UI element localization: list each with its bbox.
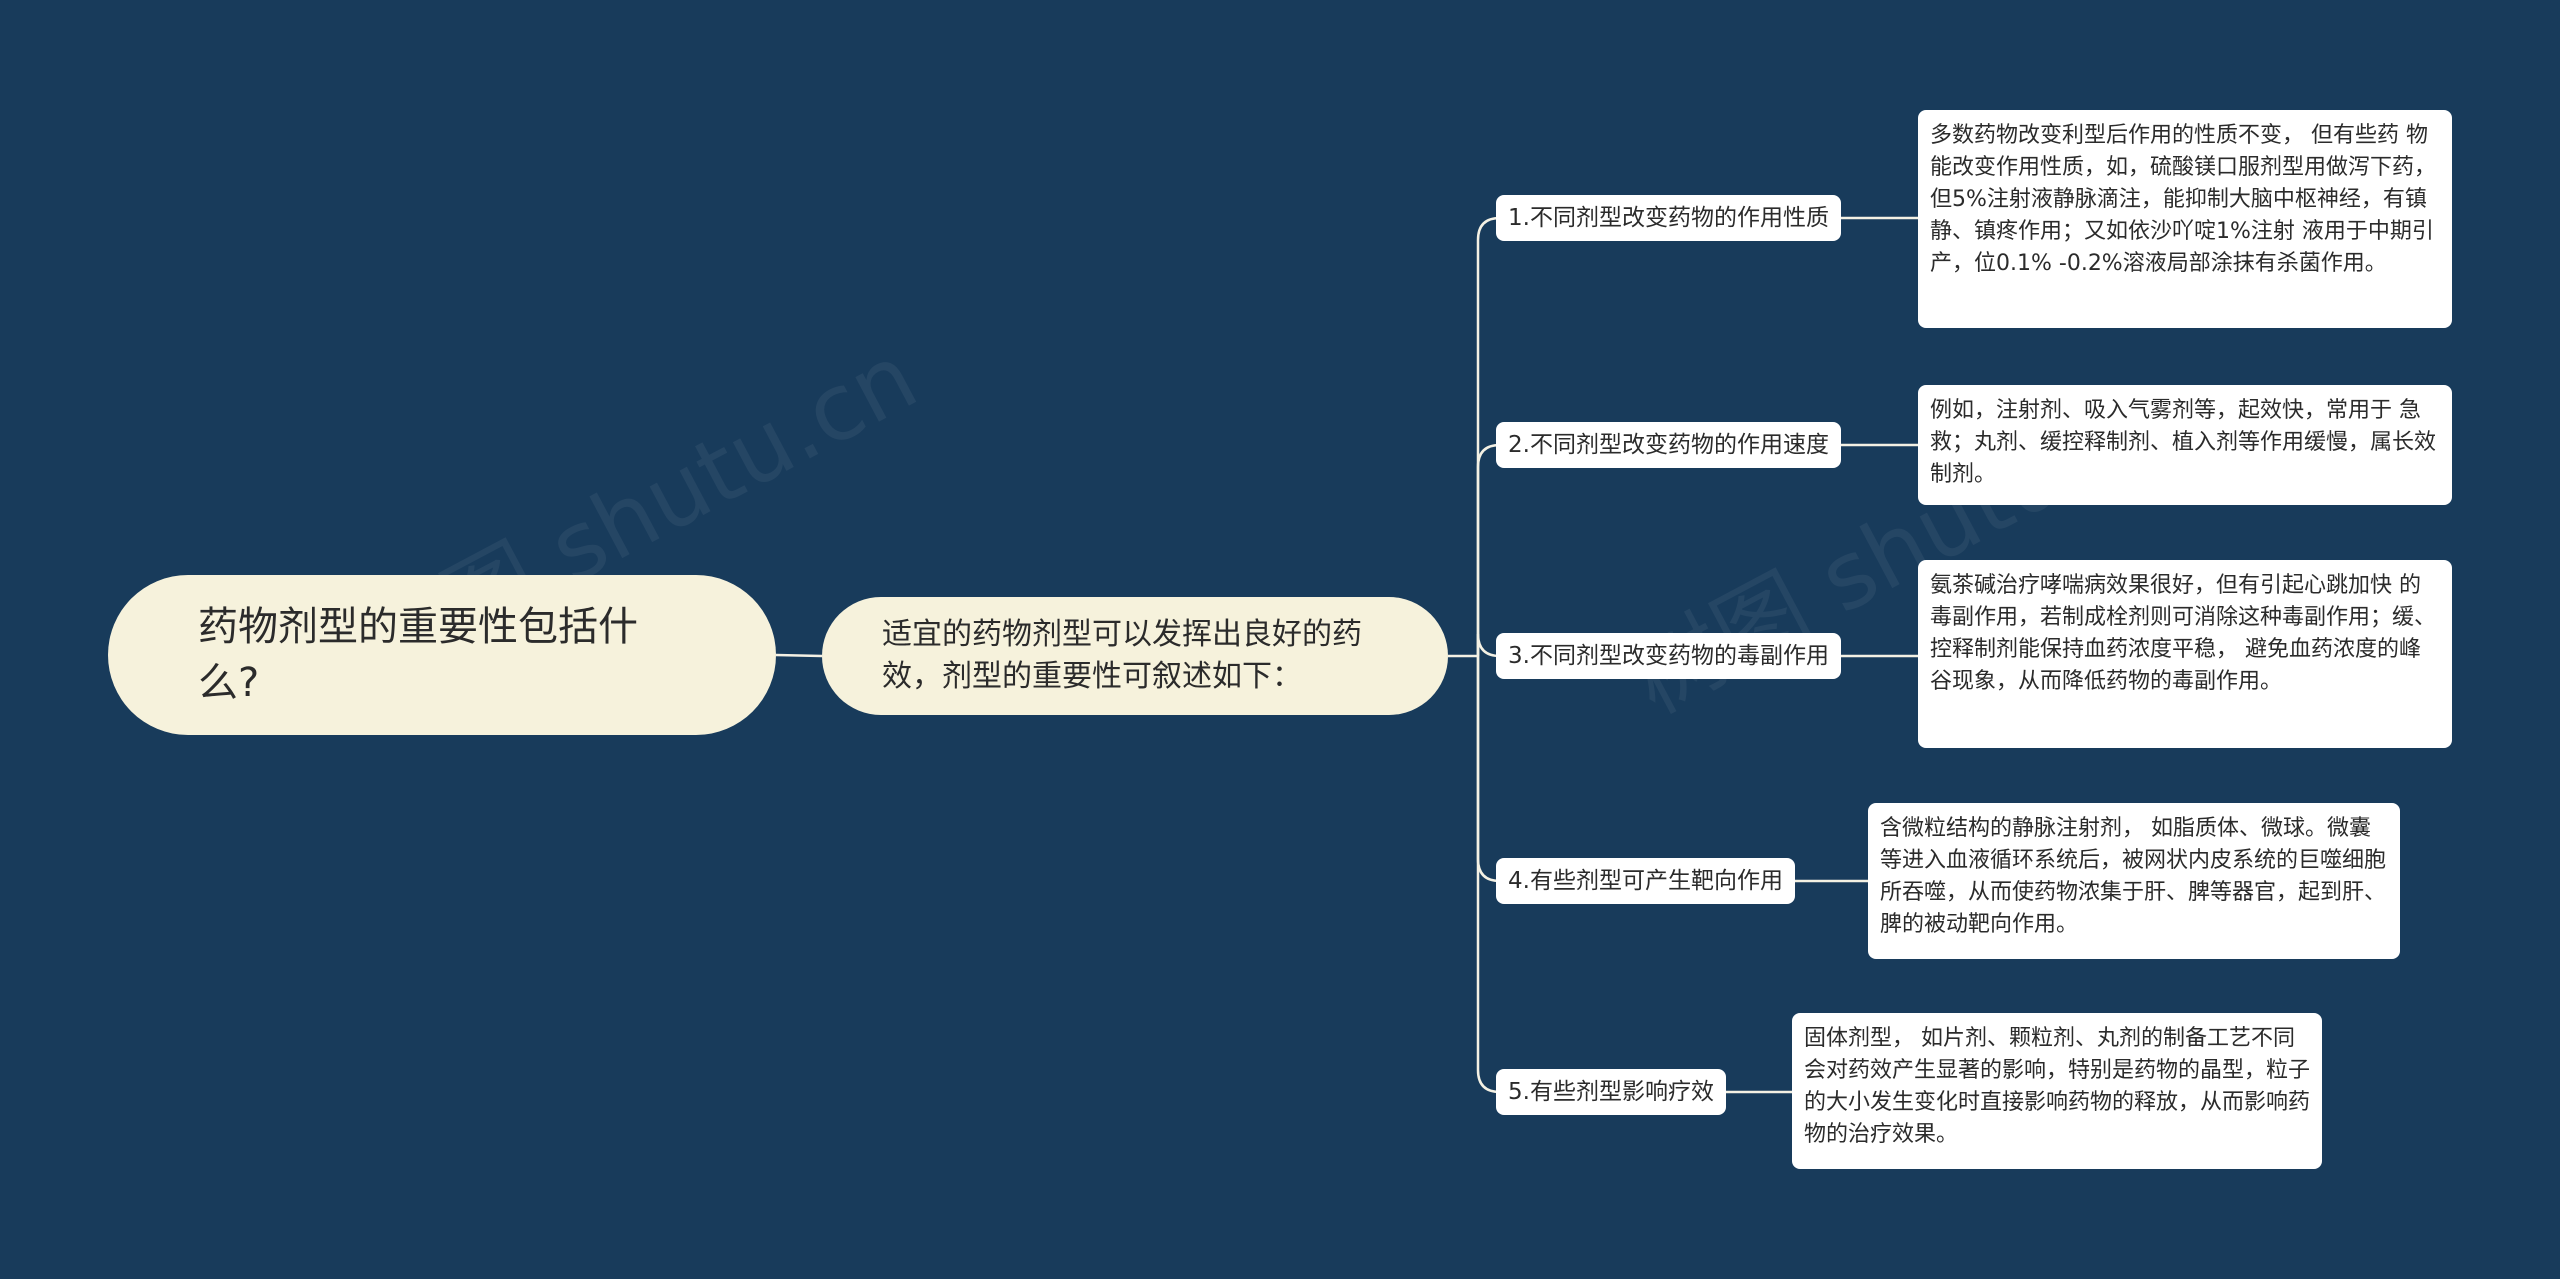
detail-box-side-effects[interactable]: 氨茶碱治疗哮喘病效果很好，但有引起心跳加快 的毒副作用，若制成栓剂则可消除这种毒… [1918, 560, 2452, 748]
edge-trunk-branch [1476, 443, 1501, 656]
detail-box-action-nature[interactable]: 多数药物改变利型后作用的性质不变， 但有些药 物能改变作用性质，如，硫酸镁口服剂… [1918, 110, 2452, 328]
branch-node-targeting[interactable]: 4.有些剂型可产生靶向作用 [1496, 858, 1795, 904]
branch-label: 4.有些剂型可产生靶向作用 [1508, 868, 1783, 894]
edge-root-summary [775, 653, 823, 658]
branch-label: 2.不同剂型改变药物的作用速度 [1508, 432, 1829, 458]
branch-label: 5.有些剂型影响疗效 [1508, 1079, 1714, 1105]
edge-trunk-branch [1476, 656, 1501, 883]
branch-node-efficacy[interactable]: 5.有些剂型影响疗效 [1496, 1069, 1726, 1115]
detail-box-action-speed[interactable]: 例如，注射剂、吸入气雾剂等，起效快，常用于 急救；丸剂、缓控释制剂、植入剂等作用… [1918, 385, 2452, 505]
detail-box-targeting[interactable]: 含微粒结构的静脉注射剂， 如脂质体、微球。微囊等进入血液循环系统后，被网状内皮系… [1868, 803, 2400, 959]
summary-node[interactable]: 适宜的药物剂型可以发挥出良好的药效，剂型的重要性可叙述如下： [822, 597, 1448, 715]
detail-text: 氨茶碱治疗哮喘病效果很好，但有引起心跳加快 的毒副作用，若制成栓剂则可消除这种毒… [1930, 573, 2437, 694]
branch-node-action-nature[interactable]: 1.不同剂型改变药物的作用性质 [1496, 195, 1841, 241]
detail-box-efficacy[interactable]: 固体剂型， 如片剂、颗粒剂、丸剂的制备工艺不同会对药效产生显著的影响，特别是药物… [1792, 1013, 2322, 1169]
branch-label: 3.不同剂型改变药物的毒副作用 [1508, 643, 1829, 669]
branch-node-action-speed[interactable]: 2.不同剂型改变药物的作用速度 [1496, 422, 1841, 468]
branch-node-side-effects[interactable]: 3.不同剂型改变药物的毒副作用 [1496, 633, 1841, 679]
root-node[interactable]: 药物剂型的重要性包括什么? [108, 575, 776, 735]
detail-text: 例如，注射剂、吸入气雾剂等，起效快，常用于 急救；丸剂、缓控释制剂、植入剂等作用… [1930, 398, 2437, 487]
detail-text: 多数药物改变利型后作用的性质不变， 但有些药 物能改变作用性质，如，硫酸镁口服剂… [1930, 123, 2437, 276]
root-label: 药物剂型的重要性包括什么? [198, 604, 638, 706]
detail-text: 含微粒结构的静脉注射剂， 如脂质体、微球。微囊等进入血液循环系统后，被网状内皮系… [1880, 816, 2387, 937]
branch-label: 1.不同剂型改变药物的作用性质 [1508, 205, 1829, 231]
summary-label: 适宜的药物剂型可以发挥出良好的药效，剂型的重要性可叙述如下： [882, 617, 1362, 694]
detail-text: 固体剂型， 如片剂、颗粒剂、丸剂的制备工艺不同会对药效产生显著的影响，特别是药物… [1804, 1026, 2311, 1147]
